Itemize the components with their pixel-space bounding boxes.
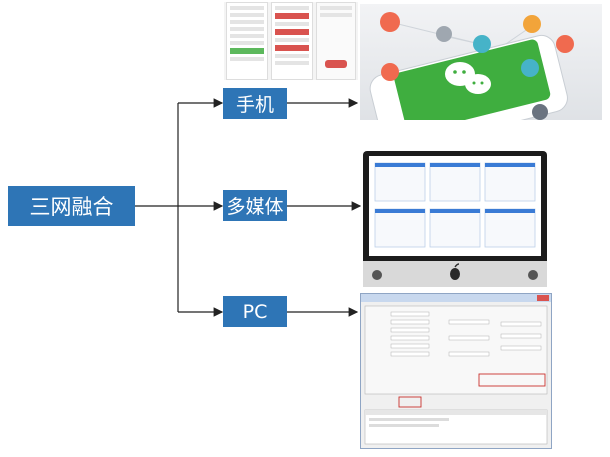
social-node-icon	[521, 59, 539, 77]
social-node-icon	[523, 15, 541, 33]
branch-node-pc: PC	[223, 296, 287, 327]
monitor-icon	[363, 151, 547, 287]
branch-node-multimedia-label: 多媒体	[226, 196, 284, 218]
social-node-icon	[381, 63, 399, 81]
close-icon	[537, 295, 549, 301]
social-node-icon	[380, 12, 400, 32]
branch-node-phone: 手机	[223, 88, 287, 119]
phone-screen-dialpad	[226, 2, 268, 80]
apple-logo-icon	[450, 263, 460, 280]
wechat-icon	[445, 62, 491, 94]
multimedia-monitor	[363, 151, 547, 287]
pc-window-illustration	[361, 294, 551, 445]
phone-screen-contacts	[271, 2, 313, 80]
phone-app-screenshots	[224, 2, 358, 80]
wechat-phone-image	[360, 4, 602, 120]
branch-node-phone-label: 手机	[235, 94, 274, 116]
root-node: 三网融合	[8, 186, 135, 226]
social-node-icon	[532, 104, 548, 120]
social-node-icon	[556, 35, 574, 53]
phone-screen-call	[316, 2, 356, 80]
root-node-label: 三网融合	[29, 195, 114, 219]
social-node-icon	[473, 35, 491, 53]
pc-software-window	[360, 293, 552, 449]
branch-node-multimedia: 多媒体	[223, 190, 287, 221]
wechat-phone-illustration	[369, 12, 574, 120]
branch-node-pc-label: PC	[242, 300, 268, 323]
social-node-icon	[436, 26, 452, 42]
